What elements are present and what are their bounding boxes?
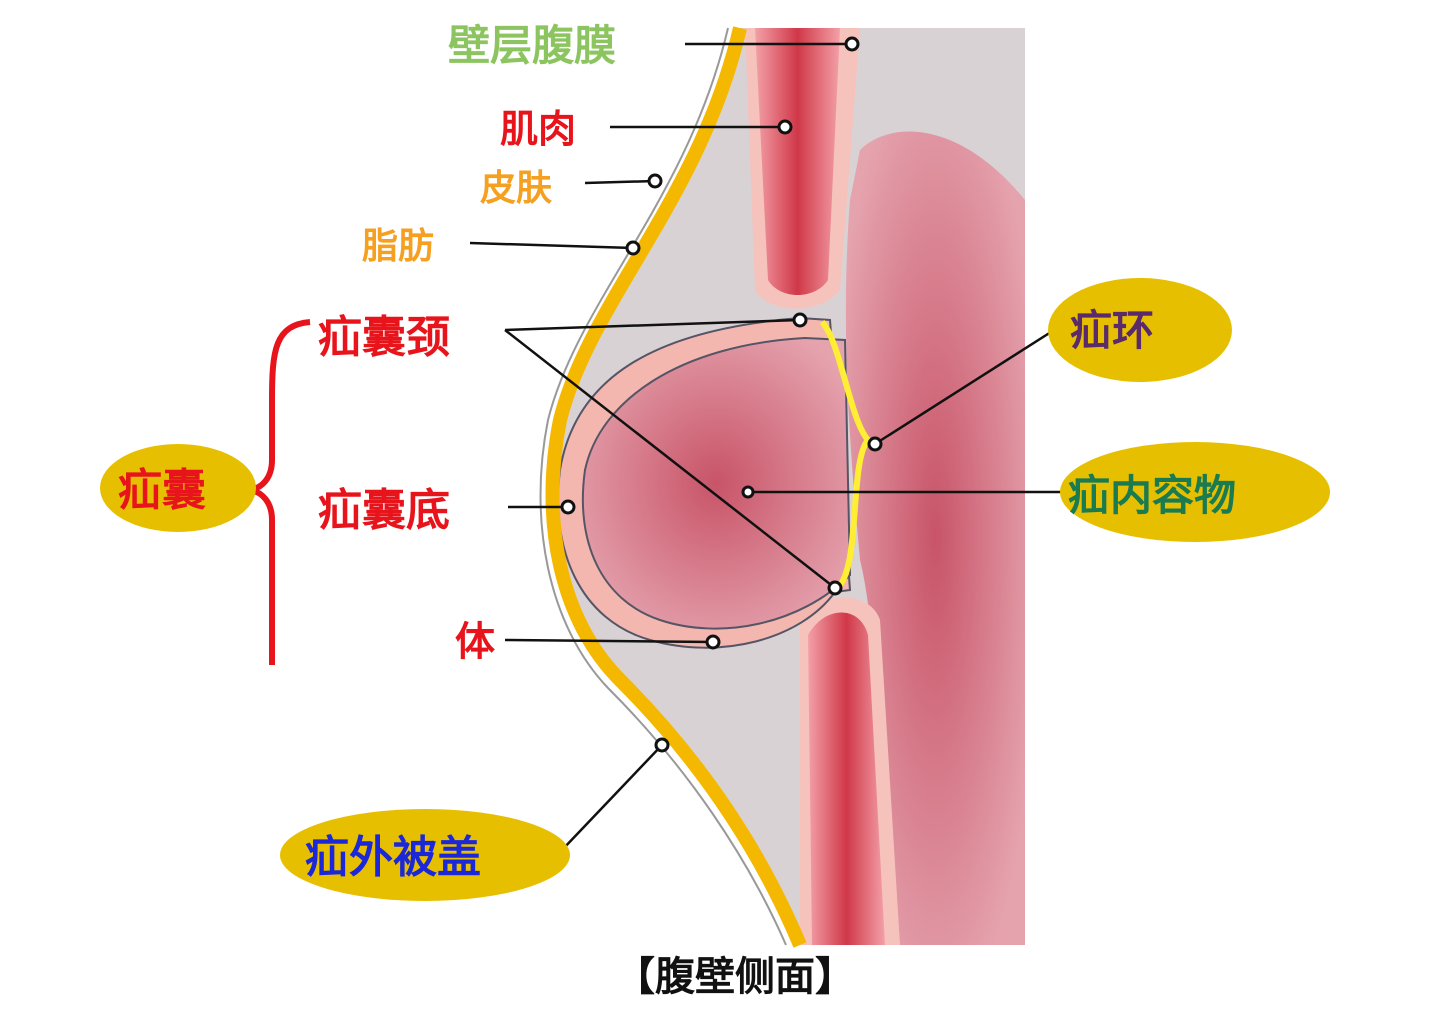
label-skin: 皮肤 bbox=[480, 168, 552, 209]
label-sac-neck: 疝囊颈 bbox=[318, 312, 450, 363]
skin-layer bbox=[545, 26, 807, 948]
hernia-sac-contents bbox=[581, 336, 852, 630]
label-parietal-peritoneum: 壁层腹膜 bbox=[448, 21, 616, 70]
label-sac-body: 体 bbox=[455, 619, 495, 665]
label-sac-fundus: 疝囊底 bbox=[318, 485, 450, 536]
bubble-hernia-coverings bbox=[280, 809, 570, 901]
label-hernia-coverings: 疝外被盖 bbox=[305, 832, 481, 883]
bubble-hernia-ring bbox=[1048, 278, 1232, 382]
diagram-title: 【腹壁侧面】 bbox=[615, 954, 855, 1000]
hernia-ring bbox=[819, 319, 873, 587]
label-fat: 脂肪 bbox=[362, 226, 434, 267]
intestine-region bbox=[845, 131, 1025, 945]
label-hernia-ring: 疝环 bbox=[1070, 306, 1154, 355]
label-muscle: 肌肉 bbox=[500, 107, 576, 151]
upper-muscle-core bbox=[755, 28, 840, 295]
label-hernia-sac: 疝囊 bbox=[118, 465, 206, 516]
bubble-hernia-sac bbox=[100, 444, 256, 532]
label-hernia-contents: 疝内容物 bbox=[1068, 471, 1236, 520]
lower-muscle-core bbox=[808, 612, 885, 945]
sac-brace bbox=[249, 319, 311, 665]
bubble-hernia-contents bbox=[1060, 442, 1330, 542]
skin-edge bbox=[539, 27, 787, 946]
